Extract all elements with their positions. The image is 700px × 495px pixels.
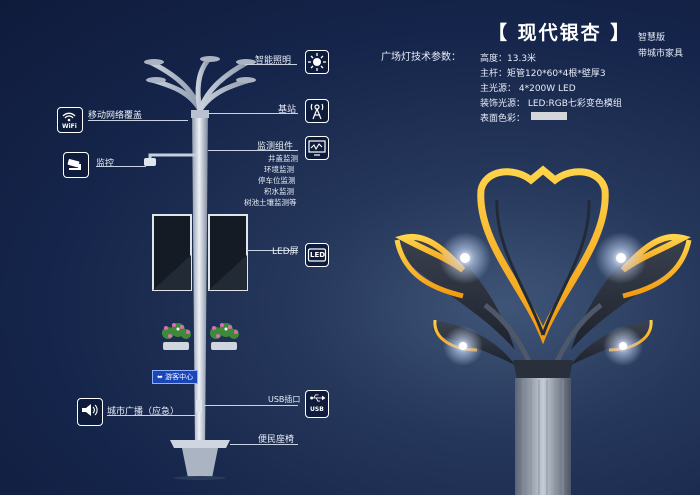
series-tag-1: 智慧版	[638, 33, 666, 43]
callout-line-broadcast	[107, 415, 197, 416]
led-icon-text: LED	[310, 251, 326, 259]
ginkgo-lamp-render	[394, 165, 692, 495]
lamp-pole-diagram	[144, 56, 256, 480]
label-camera: 监控	[96, 159, 115, 169]
label-base-station: 基站	[278, 105, 297, 115]
callout-line-wifi	[88, 120, 188, 121]
callout-line-camera	[96, 166, 146, 167]
series-tag-2: 带城市家具	[638, 49, 684, 59]
monitor-item-4: 积水监测	[264, 187, 294, 196]
surface-color-swatch	[531, 112, 567, 120]
guide-sign: ⬌ 游客中心	[152, 370, 199, 384]
spec-pole: 主杆：矩管120*60*4根*壁厚3	[480, 69, 606, 79]
guide-sign-text: 游客中心	[165, 373, 194, 381]
label-led-screen: LED屏	[272, 247, 299, 257]
callout-line-led	[247, 250, 298, 251]
callout-line-base-station	[208, 113, 298, 114]
spec-deco: 装饰光源： LED:RGB七彩变色模组	[480, 99, 622, 109]
monitor-item-3: 停车位监测	[258, 176, 296, 185]
label-usb: USB插口	[268, 395, 301, 404]
speaker-icon	[77, 398, 103, 426]
wifi-icon-text: WiFi	[62, 123, 77, 130]
wifi-icon: WiFi	[57, 107, 83, 133]
label-monitor-group: 监测组件	[257, 142, 294, 152]
label-bench: 便民座椅	[258, 435, 295, 445]
label-broadcast: 城市广播（应急）	[107, 407, 180, 417]
callout-line-lighting	[245, 64, 297, 65]
guide-sign-arrow-icon: ⬌	[157, 373, 166, 381]
label-smart-lighting: 智能照明	[255, 56, 292, 66]
monitor-item-1: 井盖监测	[268, 154, 298, 163]
led-screen-icon: LED	[305, 243, 329, 267]
usb-icon: USB	[305, 390, 329, 418]
monitor-item-5: 树池土壤监测等	[244, 198, 297, 207]
monitor-item-2: 环境监测	[264, 165, 294, 174]
usb-icon-text: USB	[310, 406, 324, 413]
cctv-camera-icon	[63, 152, 89, 178]
spec-heading: 广场灯技术参数：	[381, 52, 461, 63]
callout-line-monitor	[208, 150, 298, 151]
spec-height: 高度：13.3米	[480, 54, 537, 64]
spec-light: 主光源： 4*200W LED	[480, 84, 576, 94]
antenna-tower-icon	[305, 99, 329, 123]
page-title: 【 现代银杏 】	[488, 22, 632, 44]
monitor-screen-icon	[305, 136, 329, 160]
label-wifi: 移动网络覆盖	[88, 111, 143, 121]
callout-line-bench	[230, 444, 298, 445]
callout-line-usb	[204, 405, 298, 406]
spec-color: 表面色彩：	[480, 114, 526, 124]
sun-icon	[305, 50, 329, 74]
